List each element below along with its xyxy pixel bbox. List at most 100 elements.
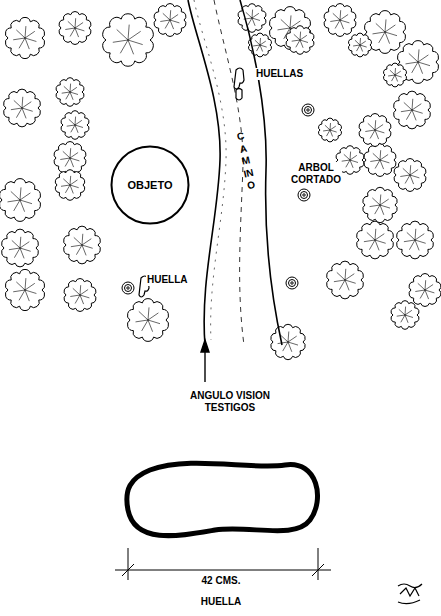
tree-vein [405, 315, 413, 318]
tree-vein [80, 295, 84, 304]
tree-vein [372, 198, 380, 205]
tree-vein [405, 175, 410, 184]
tree-vein [390, 70, 395, 75]
tree-vein [415, 240, 419, 250]
tree-vein [412, 110, 416, 120]
tree-vein [375, 130, 379, 139]
tree-vein [20, 242, 29, 248]
tree-vein [376, 23, 385, 32]
tree-vein [334, 280, 345, 282]
tree-stump [127, 287, 129, 289]
tree-vein [75, 125, 78, 133]
tree-vein [375, 120, 377, 130]
tree-vein [11, 191, 20, 200]
tree-vein [8, 200, 21, 202]
tree-vein [405, 315, 408, 323]
tree-vein [160, 20, 170, 22]
tree-vein [385, 19, 386, 32]
tree-vein [425, 290, 434, 293]
tree-vein [117, 30, 128, 41]
tree-vein [70, 295, 80, 297]
tree-vein [278, 342, 288, 344]
tree-stump [289, 280, 296, 287]
tree-vein [75, 28, 84, 31]
tree-vein [22, 108, 33, 111]
tree-vein [61, 185, 70, 186]
tree [384, 63, 407, 87]
tree-vein [340, 15, 348, 21]
tree-vein [142, 320, 148, 331]
tree-vein [113, 40, 128, 42]
tree-vein [355, 40, 360, 45]
tree-vein [75, 125, 83, 128]
tree-vein [412, 104, 421, 110]
tree-vein [70, 92, 78, 95]
tree-vein [345, 280, 356, 283]
tree-vein [148, 313, 158, 320]
tree-vein [63, 179, 70, 185]
tree-vein [360, 38, 362, 45]
tree-vein [20, 248, 31, 251]
tree-vein [375, 240, 379, 250]
tree-vein [388, 75, 395, 76]
tree-vein [375, 234, 384, 240]
tree-vein [325, 125, 330, 130]
tree-vein [62, 92, 70, 93]
tree-vein [300, 35, 307, 40]
tree-vein [370, 130, 375, 139]
tree-vein [350, 160, 358, 163]
tree-vein [415, 290, 425, 292]
tree-vein [71, 245, 82, 247]
tree-vein [60, 158, 70, 160]
tree [364, 144, 396, 177]
tree-vein [69, 119, 75, 125]
road-label: CAMINO [234, 129, 259, 193]
tree-vein [75, 23, 83, 29]
tree-vein [375, 205, 380, 214]
footprint-outline [127, 463, 318, 536]
tree-vein [415, 229, 417, 240]
tree-vein [25, 278, 27, 290]
tree-vein [75, 120, 82, 125]
tree-vein [385, 32, 390, 44]
tree-vein [346, 160, 350, 167]
tree-vein [353, 45, 360, 46]
tree-vein [82, 245, 86, 255]
tree-vein [375, 240, 386, 243]
tree-vein [65, 28, 75, 30]
tree-vein [406, 62, 419, 64]
tree-vein [128, 31, 141, 40]
tree-vein [75, 295, 80, 304]
tree-vein [20, 200, 25, 212]
tree-vein [70, 158, 79, 161]
tree-vein [120, 40, 128, 53]
tree-vein [170, 10, 172, 20]
tree-vein [260, 38, 262, 45]
tree-vein [420, 290, 425, 299]
tree [359, 114, 391, 147]
tree-vein [14, 200, 20, 211]
tree-vein [252, 18, 260, 21]
tree [64, 226, 101, 264]
tree-stump [301, 192, 308, 199]
tree-vein [12, 240, 20, 248]
tree [363, 187, 397, 222]
tree-vein [20, 237, 22, 248]
tree-vein [292, 40, 300, 41]
tree-vein [260, 45, 263, 52]
tree-vein [342, 160, 350, 161]
tree [271, 324, 305, 359]
tree-vein [278, 28, 291, 30]
tree-vein [13, 290, 25, 292]
tree-vein [13, 38, 25, 40]
tree-vein [400, 175, 410, 177]
tree-vein [163, 13, 170, 20]
tree-vein [288, 336, 297, 342]
tree-vein [170, 20, 174, 29]
tree-vein [418, 55, 428, 62]
tree-vein [415, 240, 426, 243]
tree-vein [70, 185, 73, 194]
tree-vein [405, 310, 412, 315]
tree-vein [409, 240, 415, 250]
